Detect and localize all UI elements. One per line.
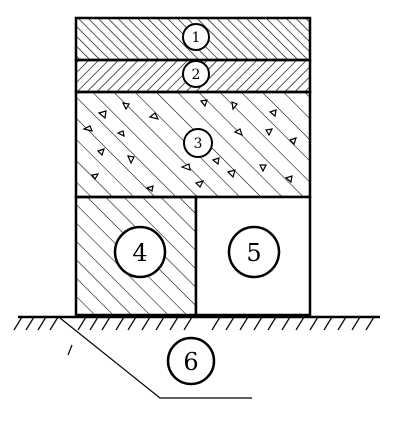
label-2: 2 [182, 60, 210, 88]
label-3: 3 [183, 128, 213, 158]
label-4-text: 4 [132, 239, 147, 267]
label-1: 1 [182, 23, 210, 51]
label-3-text: 3 [194, 136, 203, 152]
label-4: 4 [113, 225, 167, 279]
ground [13, 315, 380, 356]
aggregate-marks [82, 99, 297, 192]
label-5-text: 5 [246, 239, 261, 267]
label-5: 5 [227, 225, 281, 279]
label-6: 6 [166, 336, 216, 386]
label-6-text: 6 [183, 348, 198, 376]
leader-line-6 [59, 317, 252, 399]
label-2-text: 2 [192, 67, 201, 83]
label-1-text: 1 [192, 30, 201, 46]
